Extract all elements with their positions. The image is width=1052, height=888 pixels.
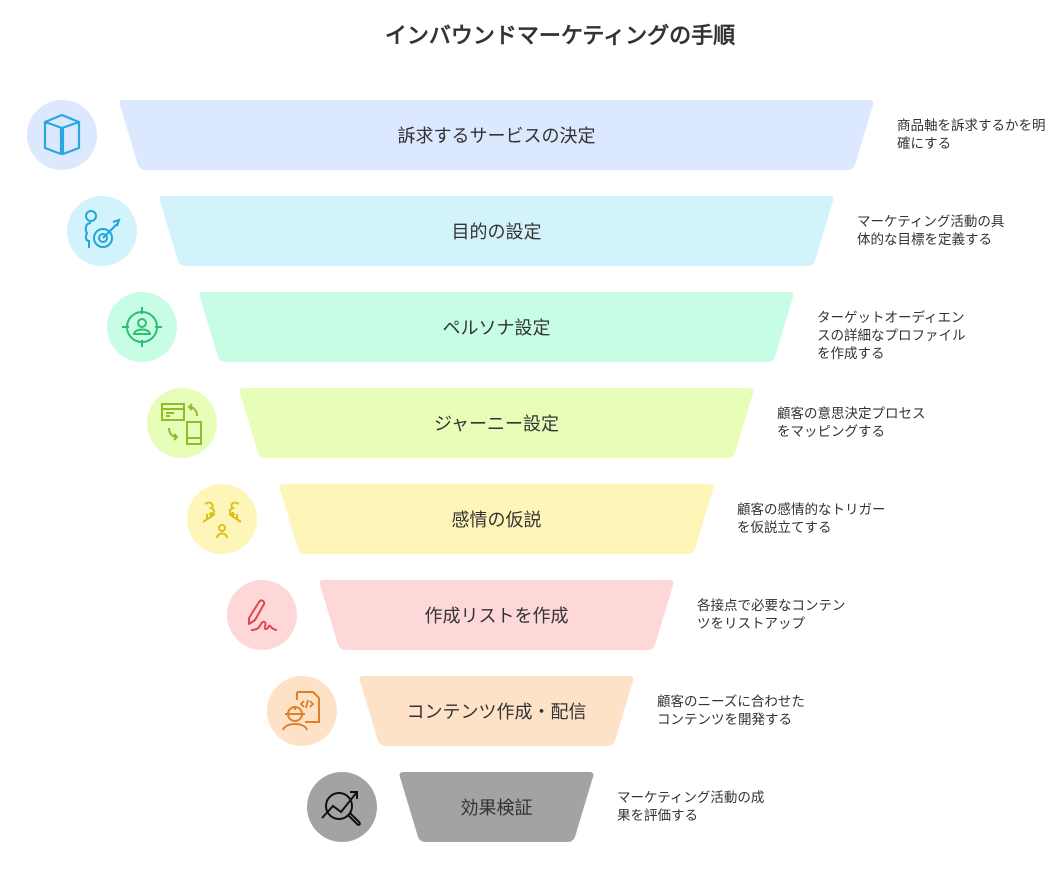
signature-pen-icon [248, 599, 278, 631]
crosshair-person-icon [122, 307, 162, 347]
step-description: 商品軸を訴求するかを明確にする [897, 118, 1046, 152]
funnel-band-5 [279, 484, 714, 554]
cross-device-icon [161, 403, 202, 445]
step-icon-circle [227, 580, 297, 650]
analytics-magnifier-icon [321, 791, 361, 826]
funnel-band-8 [399, 772, 594, 842]
step-icon-circle [107, 292, 177, 362]
developer-code-icon [282, 691, 320, 731]
funnel-band-2 [159, 196, 834, 266]
step-description: 顧客の意思決定プロセスをマッピングする [777, 406, 926, 440]
person-target-icon [84, 210, 121, 248]
step-description: 顧客のニーズに合わせたコンテンツを開発する [657, 694, 805, 728]
step-label: 感情の仮説 [451, 510, 542, 531]
step-description: 各接点で必要なコンテンツをリストアップ [697, 598, 846, 632]
funnel-band-4 [239, 388, 754, 458]
step-label: ペルソナ設定 [442, 318, 551, 339]
funnel-band-3 [199, 292, 794, 362]
diagram-title: インバウンドマーケティングの手順 [384, 24, 736, 49]
step-label: 目的の設定 [451, 222, 542, 243]
step-icon-circle [187, 484, 257, 554]
step-label: 効果検証 [460, 798, 533, 819]
emotion-person-icon [202, 501, 242, 539]
step-label: 訴求するサービスの決定 [397, 126, 596, 147]
step-icon-circle [267, 676, 337, 746]
step-icon-circle [27, 100, 97, 170]
step-icon-circle [147, 388, 217, 458]
funnel-band-7 [359, 676, 634, 746]
step-icon-circle [67, 196, 137, 266]
step-icon-circle [307, 772, 377, 842]
step-description: 顧客の感情的なトリガーを仮説立てする [737, 502, 886, 536]
step-label: 作成リストを作成 [424, 606, 569, 627]
step-description: マーケティング活動の具体的な目標を定義する [857, 214, 1005, 248]
step-label: ジャーニー設定 [433, 414, 560, 435]
step-description: マーケティング活動の成果を評価する [617, 790, 765, 824]
funnel-band-6 [319, 580, 674, 650]
funnel-band-1 [119, 100, 874, 170]
step-label: コンテンツ作成・配信 [406, 702, 587, 723]
box-icon [43, 113, 81, 156]
step-description: ターゲットオーディエンスの詳細なプロファイルを作成する [817, 310, 966, 362]
